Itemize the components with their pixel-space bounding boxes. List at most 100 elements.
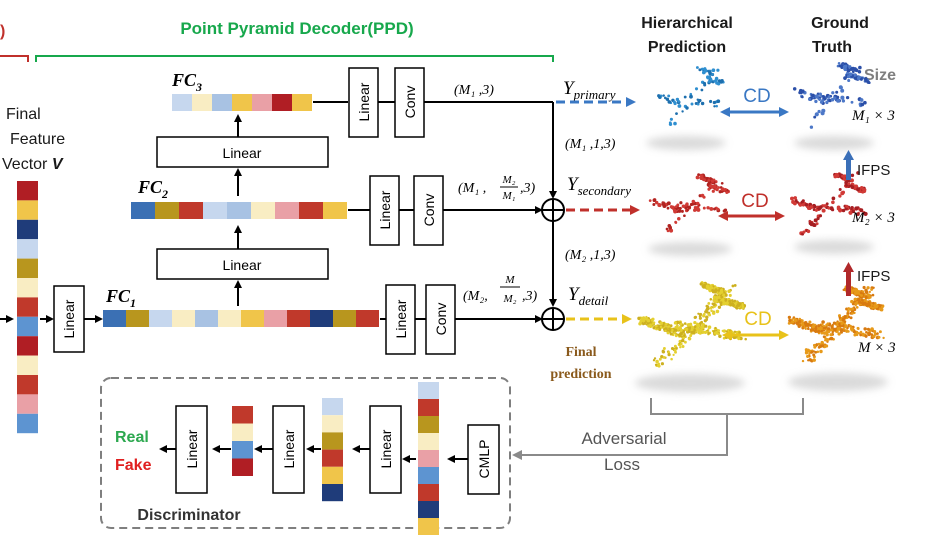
cloud-detail-pred-point [654,363,658,366]
cloud-detail-gt-point [787,321,791,325]
cloud-detail-gt-point [791,318,794,321]
cloud-detail-gt-point [855,306,859,309]
disc1-cell [418,450,439,467]
cloud-detail-pred-point [711,290,715,294]
fc3-label: FC3 [171,70,202,94]
final-feature-cell [17,375,38,395]
size-label: Size [864,67,896,84]
cloud-detail-gt-point [832,327,837,332]
cloud-primary-gt-point [863,100,867,105]
cloud-primary-pred-point [696,98,700,102]
fc3-label-sub: 3 [195,80,202,94]
y-detail-label: Ydetail [568,284,609,308]
cloud-detail-pred-point [707,332,711,335]
cloud-primary-pred-point [700,101,705,106]
cloud-detail-gt-point [868,290,872,294]
cloud-detail-pred-point [705,285,710,290]
dim-row3-pre: (M₂, [463,289,488,304]
cloud-secondary-gt-point [831,208,835,212]
cloud-primary-gt-point [813,115,817,119]
cloud-primary-gt-point [847,78,851,83]
y-detail-sub: detail [579,293,609,308]
cloud-detail-pred-point [659,325,663,328]
cloud-detail-pred-point [660,355,664,359]
cloud-secondary-pred-point [693,208,697,212]
cloud-detail-pred-point [673,321,678,325]
final-feature-cell [17,413,38,434]
cloud-detail-gt-point [825,338,829,342]
cloud-detail-gt-point [825,333,829,337]
cloud-detail-gt-point [870,333,874,336]
fc3-cell [292,94,312,111]
cloud-secondary-pred-point [687,205,692,209]
final-feature-cell [17,316,38,337]
cloud-detail-pred-point [698,314,702,318]
cloud-detail-gt-point [814,350,818,354]
cloud-secondary-gt-point [818,214,823,218]
final-prediction-label-line2: prediction [550,367,611,382]
discriminator-vector-2 [322,398,343,502]
cloud-secondary-gt-point [848,210,853,215]
cloud-detail-pred-point [659,321,664,325]
cloud-secondary-pred-point [689,202,694,207]
cloud-primary-gt-point [821,108,826,113]
cloud-secondary-pred-point [684,204,688,207]
cloud-detail-pred-point [695,324,699,328]
cloud-primary-pred-point [690,102,694,106]
cloud-primary-gt-point [833,96,837,100]
cloud-detail-pred-point [660,362,664,366]
cloud-primary-gt-point [835,90,839,94]
cloud-detail-gt-point [798,323,801,327]
cloud-secondary-gt-point [850,173,855,178]
fc3-cell [232,94,252,111]
cloud-secondary-gt-point [818,205,823,209]
cloud-primary-gt-point [811,93,815,98]
cloud-detail-pred-point [647,324,651,328]
cloud-secondary-pred-point [669,205,674,209]
cloud-detail-pred-point [703,330,708,335]
cloud-detail-pred-point [700,325,704,330]
cloud-detail-gt-point [882,336,885,340]
ifps-label-2: IFPS [857,268,890,285]
cloud-detail-gt-point [866,293,871,297]
cloud-secondary-gt-point [810,205,814,209]
cloud-detail-pred-point [737,337,741,341]
cloud-detail-pred-point [697,328,702,333]
cloud-primary-pred-point [677,104,682,108]
fc3-cell [272,94,292,111]
cloud-detail-pred-point [702,314,706,318]
cloud-detail-pred-point [652,326,656,330]
cloud-primary-gt-point [822,95,825,98]
disc3-cell [232,406,253,424]
fc1-cell [333,310,356,327]
conv-block-row1 [394,67,425,138]
final-feature-cell [17,181,38,201]
cloud-detail-pred-point [733,330,737,333]
discriminator-box [100,377,511,529]
disc1-cell [418,399,439,416]
cmlp-block-label: CMLP [476,440,492,479]
cloud-detail-gt-point [862,285,866,290]
cloud-secondary-pred-point [648,199,652,202]
cloud-detail-gt-point [842,324,845,327]
cloud-primary-gt-point [859,77,863,81]
cloud-primary-pred-point [673,121,677,126]
cloud-secondary-gt-point [856,187,860,192]
cloud-detail-gt-point [876,332,879,335]
cloud-primary-gt-point [857,70,862,74]
cloud-detail-pred-point [709,298,713,301]
fc2-label-base: FC [137,177,163,197]
cloud-detail-gt-point [871,293,875,297]
cloud-detail-pred-point [678,325,682,330]
cloud-primary-pred-point [662,94,665,97]
disc2-cell [322,449,343,467]
disc1-cell [418,416,439,433]
cloud-secondary-gt-point [792,201,797,206]
cloud-detail-gt-point [801,321,805,325]
cloud-secondary-pred-point [706,206,710,210]
cloud-secondary-gt-point [856,212,860,216]
cloud-detail-pred-point [687,337,692,341]
cloud-secondary-gt-point [790,196,794,201]
final-feature-cell [17,239,38,259]
disc1-cell [418,467,439,484]
